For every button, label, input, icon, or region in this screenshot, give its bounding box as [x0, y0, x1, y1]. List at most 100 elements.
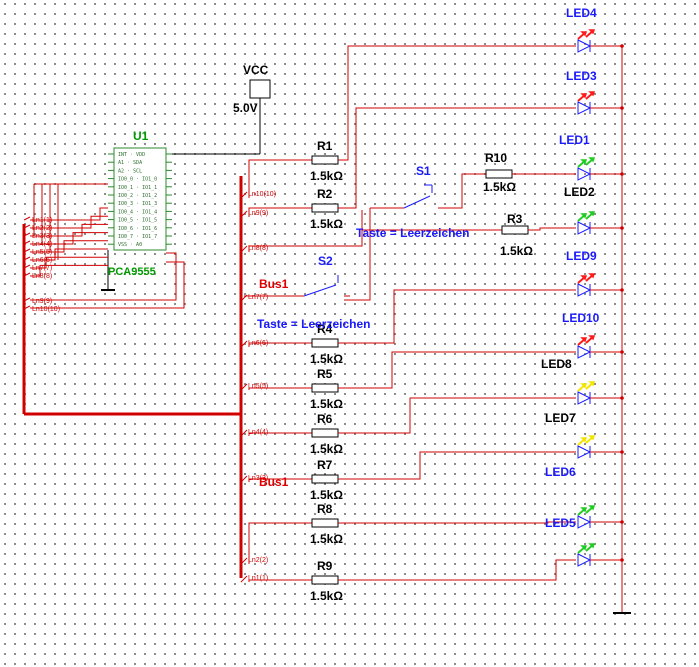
resistor-value: 1.5kΩ	[310, 532, 343, 546]
led-ref: LED7	[545, 411, 576, 425]
switch-s2[interactable]	[244, 275, 350, 297]
resistor-rows: Ln10(10)Ln9(9)Ln8(8)Ln7(7)Ln6(6)Ln5(5)Ln…	[240, 45, 576, 603]
u1-ref: U1	[133, 129, 149, 143]
led-ref: LED6	[545, 465, 576, 479]
u1-pin-row: VSS · A0	[118, 242, 142, 248]
bus-line-label-right: Ln9(9)	[248, 210, 268, 217]
bus1-label-bottom: Bus1	[259, 475, 289, 489]
u1-pin-row: IO0_3 · IO1_3	[118, 201, 157, 207]
u1-name: PCA9555	[108, 266, 156, 278]
light-arrows-icon	[577, 29, 596, 40]
resistor-r1[interactable]	[311, 155, 339, 165]
led-ref: LED8	[541, 357, 572, 371]
resistor-r9[interactable]	[311, 575, 339, 585]
bus-line-label-left: Ln3(3)	[32, 233, 52, 240]
led-led5[interactable]: LED5	[545, 516, 624, 567]
led-ref: LED2	[564, 185, 595, 199]
light-arrows-icon	[577, 157, 596, 168]
resistor-value: 1.5kΩ	[500, 244, 533, 258]
resistor-value: 1.5kΩ	[483, 180, 516, 194]
led-led1[interactable]: LED1	[559, 133, 624, 181]
u1-pin-row: IO0_5 · IO1_5	[118, 218, 157, 224]
resistor-value: 1.5kΩ	[310, 217, 343, 231]
resistor-r10[interactable]	[485, 169, 513, 179]
u1-pin-row: IO0_1 · IO1_1	[118, 185, 157, 191]
resistor-ref: R6	[317, 412, 333, 426]
bus-line-label-left: Ln2(2)	[32, 225, 52, 232]
light-arrows-icon	[577, 91, 596, 102]
resistor-ref: R3	[507, 212, 523, 226]
led-led2[interactable]: LED2	[564, 185, 624, 235]
bus-line-label-left: Ln6(6)	[32, 257, 52, 264]
resistor-value: 1.5kΩ	[310, 352, 343, 366]
resistor-ref: R2	[317, 187, 333, 201]
led-led3[interactable]: LED3	[566, 69, 624, 115]
resistor-r6[interactable]	[311, 428, 339, 438]
light-arrows-icon	[577, 543, 596, 554]
resistor-ref: R10	[485, 151, 507, 165]
bus-line-label-right: Ln2(2)	[248, 557, 268, 564]
led-ref: LED9	[566, 249, 597, 263]
bus-line-label-left: Ln9(9)	[32, 298, 52, 305]
led-ref: LED4	[566, 6, 597, 20]
u1-chip[interactable]	[113, 147, 167, 251]
resistor-r8[interactable]	[311, 518, 339, 528]
s1-note: Taste = Leerzeichen	[356, 226, 470, 240]
resistor-r5[interactable]	[311, 383, 339, 393]
bus-line-label-right: Ln7(7)	[248, 294, 268, 301]
led-led4[interactable]: LED4	[566, 6, 624, 53]
u1-pin-row: A2 · SCL	[118, 168, 142, 174]
resistor-ref: R1	[317, 139, 333, 153]
bus-line-label-left: Ln4(4)	[32, 241, 52, 248]
u1-fan-wires: Ln1(1)Ln2(2)Ln3(3)Ln4(4)Ln5(5)Ln6(6)Ln7(…	[23, 183, 108, 313]
led-led7[interactable]: LED7	[545, 411, 624, 459]
u1-pin-row: IO0_0 · IO1_0	[118, 177, 157, 183]
led-ref: LED10	[562, 311, 600, 325]
led-led9[interactable]: LED9	[566, 249, 624, 297]
light-arrows-icon	[577, 273, 596, 284]
u1-pin-row: IO0_6 · IO1_6	[118, 226, 157, 232]
bus-line-label-left: Ln8(8)	[32, 273, 52, 280]
light-arrows-icon	[577, 335, 596, 346]
led-led8[interactable]: LED8	[541, 357, 624, 405]
led-column: LED4LED3LED1LED2LED9LED10LED8LED7LED6LED…	[541, 6, 624, 567]
bus-line-label-right: Ln10(10)	[248, 191, 276, 198]
u1-pin-row: A1 · SDA	[118, 160, 142, 166]
resistor-value: 1.5kΩ	[310, 442, 343, 456]
s2-note: Taste = Leerzeichen	[257, 317, 371, 331]
s1-ref: S1	[416, 164, 431, 178]
resistor-value: 1.5kΩ	[310, 397, 343, 411]
bus-line-label-right: Ln8(8)	[248, 245, 268, 252]
bus-line-label-left: Ln7(7)	[32, 265, 52, 272]
led-led6[interactable]: LED6	[545, 465, 624, 529]
resistor-r2[interactable]	[311, 203, 339, 213]
light-arrows-icon	[577, 211, 596, 222]
resistor-value: 1.5kΩ	[310, 589, 343, 603]
vcc-source[interactable]	[166, 79, 271, 155]
vcc-label: VCC	[243, 63, 269, 77]
u1-pin-row: IO0_2 · IO1_2	[118, 193, 157, 199]
bus-line-label-right: Ln5(5)	[248, 383, 268, 390]
bus-line-label-left: Ln5(5)	[32, 249, 52, 256]
u1-pin-row: IO0_4 · IO1_4	[118, 209, 157, 215]
light-arrows-icon	[577, 381, 596, 392]
s2-ref: S2	[318, 254, 333, 268]
led-ref: LED1	[559, 133, 590, 147]
switch-s1[interactable]	[344, 173, 474, 301]
resistor-value: 1.5kΩ	[310, 169, 343, 183]
bus-line-label-left: Ln1(1)	[32, 217, 52, 224]
bus-line-label-right: Ln1(1)	[248, 575, 268, 582]
bus-line-label-left: Ln10(10)	[32, 306, 60, 313]
u1-pin-grid: INT · VDD A1 · SDA A2 · SCL IO0_0 · IO1_0IO…	[108, 152, 172, 248]
light-arrows-icon	[577, 435, 596, 446]
led-ref: LED3	[566, 69, 597, 83]
resistor-r7[interactable]	[311, 474, 339, 484]
u1-pin-row: INT · VDD	[118, 152, 145, 158]
u1-pin-row: IO0_7 · IO1_7	[118, 234, 157, 240]
led-led10[interactable]: LED10	[562, 311, 624, 359]
resistor-r4[interactable]	[311, 338, 339, 348]
resistor-value: 1.5kΩ	[310, 488, 343, 502]
resistor-r3[interactable]	[501, 225, 529, 235]
